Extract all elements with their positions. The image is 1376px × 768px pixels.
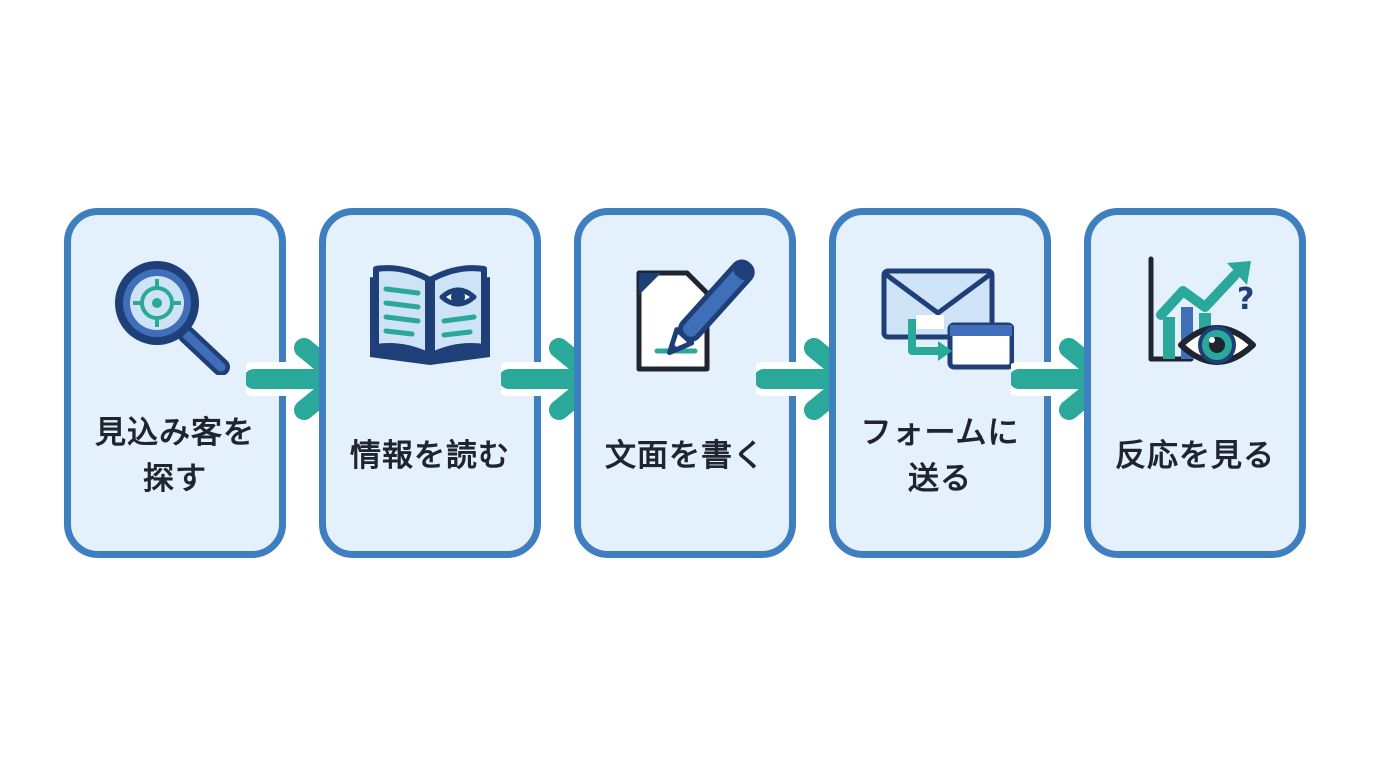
step-label: フォームに送る [860, 415, 1020, 497]
arrow-right-icon [246, 334, 359, 424]
svg-text:?: ? [1237, 282, 1254, 317]
step-label: 文面を書く [605, 438, 765, 474]
step-label: 反応を見る [1115, 438, 1275, 474]
step-label: 情報を読む [350, 438, 510, 474]
open-book-eye-icon [370, 265, 490, 365]
step-read-info: 情報を読む [319, 208, 541, 558]
step-label: 見込み客を探す [95, 415, 255, 497]
document-pen-icon [636, 259, 755, 372]
step-see-response: ? 反応を見る [1084, 208, 1306, 558]
magnifier-target-icon [115, 261, 230, 375]
envelope-form-icon [881, 268, 1014, 370]
chart-eye-icon: ? [1148, 256, 1256, 365]
